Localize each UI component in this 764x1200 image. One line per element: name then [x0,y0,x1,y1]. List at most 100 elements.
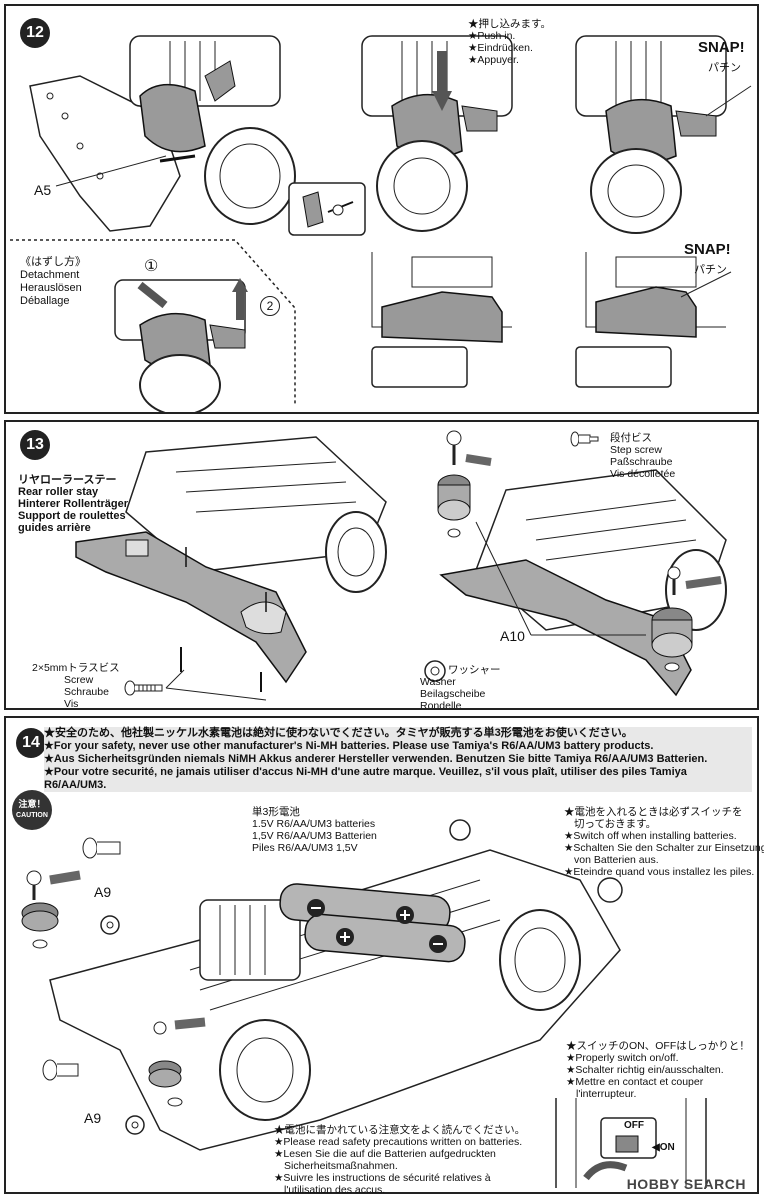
snap-label-1-jp: パチン [708,62,741,74]
battery-warning-box: ★安全のため、他社製ニッケル水素電池は絶対に使わないでください。タミヤが販売する… [44,727,752,792]
screw-leader-lines [165,669,267,701]
switch-before-snap-illustration [371,252,512,388]
screw-en: Screw [64,674,94,686]
screw-part-icon [124,680,163,696]
detach-step-2: 2 [260,296,280,316]
step-screw-jp: 段付ビス [610,432,652,444]
step-12-number: 12 [20,18,50,48]
washer-part-icon [424,660,446,682]
safety-en: ★Please read safety precautions written … [274,1136,523,1148]
step12-chassis-illustration-1 [29,35,296,232]
roller-installation-illustration [437,430,727,697]
step-screw-fr: Vis décolletée [610,468,676,480]
switch-off-jp1: ★電池を入れるときは必ずスイッチを [564,806,743,818]
detachment-fr: Déballage [20,295,70,307]
push-in-de: ★Eindrücken. [468,42,533,54]
rear-roller-stay-de: Hinterer Rollenträger [18,498,129,510]
battery-warning-en: ★For your safety, never use other manufa… [44,740,654,752]
a5-leader-line [55,155,167,187]
detachment-title: 《はずし方》 Detachment Herauslösen Déballage [20,256,86,308]
switch-on-off-en: ★Properly switch on/off. [566,1052,679,1064]
battery-warning-de: ★Aus Sicherheitsgründen niemals NiMH Akk… [44,753,708,765]
step-screw-en: Step screw [610,444,662,456]
part-a9-bottom-label: A9 [84,1110,102,1126]
washer-label: ワッシャー Washer Beilagscheibe Rondelle [420,664,501,710]
step-screw-de: Paßschraube [610,456,673,468]
caution-badge: 注意！ CAUTION [12,790,52,830]
step-13-panel: 13 リヤローラーステー Rear roller stay Hinterer R… [4,420,759,710]
step-screw-part-icon [570,431,599,447]
switch-off-note: ★電池を入れるときは必ずスイッチを 切っておきます。 ★Switch off w… [564,806,764,878]
snap-label-2: SNAP! [684,241,731,258]
step-12-panel: 12 A5 ★押し込みます。 ★Push in. ★Eindrü [4,4,759,414]
washer-fr: Rondelle [420,700,462,710]
battery-label: 単3形電池 1.5V R6/AA/UM3 batteries 1,5V R6/A… [252,806,377,854]
rear-roller-stay-fr1: Support de roulettes [18,510,126,522]
caution-en: CAUTION [16,812,48,819]
watermark: HOBBY SEARCH [626,1176,746,1192]
battery-warning-jp: ★安全のため、他社製ニッケル水素電池は絶対に使わないでください。タミヤが販売する… [44,727,633,739]
switch-off-de1: ★Schalten Sie den Schalter zur Einsetzun… [564,842,764,854]
switch-on-off-jp: ★スイッチのON、OFFはしっかりと！ [566,1040,750,1052]
step-screw-label: 段付ビス Step screw Paßschraube Vis décollet… [610,432,675,480]
detachment-de: Herauslösen [20,282,82,294]
switch-closeup-illustration [555,1098,707,1188]
rear-roller-stay-en: Rear roller stay [18,486,99,498]
detachment-dotted-divider [10,239,296,406]
washer-en: Washer [420,676,456,688]
switch-off-fr: ★Eteindre quand vous installez les piles… [564,866,755,878]
snap-label-1: SNAP! [698,39,745,56]
switch-after-snap-illustration [575,252,732,388]
switch-off-en: ★Switch off when installing batteries. [564,830,737,842]
screw-fr: Vis [64,698,79,710]
safety-jp: ★電池に書かれている注意文をよく読んでください。 [274,1124,526,1136]
detachment-jp: 《はずし方》 [20,256,86,268]
switch-off-de2: von Batterien aus. [574,854,659,866]
switch-off-marker: OFF [624,1120,644,1131]
battery-warning-fr: ★Pour votre securité, ne jamais utiliser… [44,766,687,791]
screw-de: Schraube [64,686,109,698]
safety-de1: ★Lesen Sie die auf die Batterien aufgedr… [274,1148,496,1160]
switch-on-off-note: ★スイッチのON、OFFはしっかりと！ ★Properly switch on/… [566,1040,750,1100]
part-a10-label: A10 [500,628,525,644]
screw-label: 2×5mmトラスビス Screw Schraube Vis [32,662,120,710]
step12-push-in-illustration [361,35,513,232]
detachment-illustration [114,278,248,412]
switch-on-off-de: ★Schalter richtig ein/ausschalten. [566,1064,724,1076]
rear-roller-stay-fr2: guides arrière [18,522,91,534]
screw-jp: 2×5mmトラスビス [32,662,120,674]
detach-step-1: ① [144,258,159,275]
rear-roller-stay-illustration [75,436,387,692]
push-in-note: ★押し込みます。 ★Push in. ★Eindrücken. ★Appuyer… [468,18,551,66]
battery-safety-note: ★電池に書かれている注意文をよく読んでください。 ★Please read sa… [274,1124,525,1196]
step12-detail-inset [288,182,366,236]
rear-roller-stay-jp: リヤローラーステー [18,474,117,486]
push-in-en: ★Push in. [468,30,516,42]
switch-on-marker: ◀ON [652,1142,675,1153]
part-a5-label: A5 [34,182,52,198]
washer-jp: ワッシャー [448,664,501,676]
caution-jp: 注意！ [18,799,46,809]
switch-on-off-fr1: ★Mettre en contact et couper [566,1076,704,1088]
battery-de: 1,5V R6/AA/UM3 Batterien [252,830,377,842]
snap-label-2-jp: パチン [694,264,727,276]
washer-de: Beilagscheibe [420,688,486,700]
detach-step-2-label: 2 [266,299,274,313]
step-14-number: 14 [16,728,46,758]
battery-jp: 単3形電池 [252,806,300,818]
rear-roller-stay-label: リヤローラーステー Rear roller stay Hinterer Roll… [18,474,128,534]
switch-on-label: ON [659,1142,675,1153]
detachment-en: Detachment [20,269,80,281]
battery-installation-illustration [21,819,623,1151]
part-a9-top-label: A9 [94,884,112,900]
switch-on-off-fr2: l'interrupteur. [576,1088,637,1100]
safety-de2: Sicherheitsmaßnahmen. [284,1160,398,1172]
safety-fr2: l'utilisation des accus. [284,1184,386,1196]
battery-fr: Piles R6/AA/UM3 1,5V [252,842,358,854]
step12-snap-illustration [575,35,752,234]
switch-off-jp2: 切っておきます。 [574,818,657,830]
push-in-fr: ★Appuyer. [468,54,519,66]
safety-fr1: ★Suivre les instructions de sécurité rel… [274,1172,491,1184]
battery-en: 1.5V R6/AA/UM3 batteries [252,818,376,830]
a10-leader-lines [475,521,646,636]
